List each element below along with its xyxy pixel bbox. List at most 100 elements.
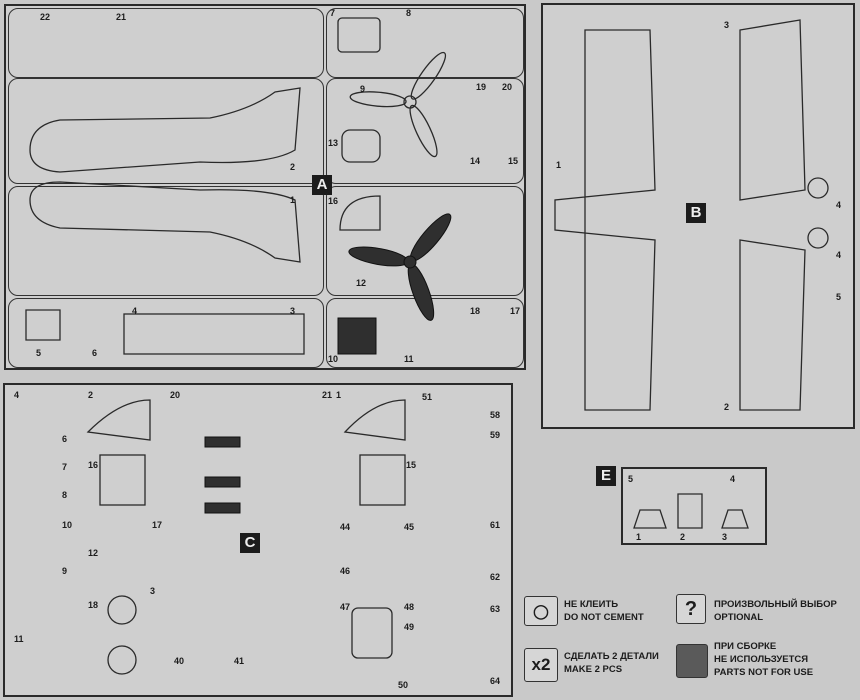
part-number: 3	[290, 306, 296, 316]
sprue-a-cell-right-top	[326, 8, 524, 78]
part-number: 20	[502, 82, 513, 92]
make-two-icon: x2	[524, 648, 558, 682]
wheel-18	[107, 595, 137, 625]
part-13	[341, 129, 381, 163]
fuselage-left-half	[29, 181, 301, 263]
sprue-a-cell-fuselage-left	[8, 186, 324, 296]
part-number: 50	[398, 680, 409, 690]
sprue-c-label: C	[240, 533, 260, 553]
part-number: 19	[476, 82, 487, 92]
part-number: 1	[290, 195, 296, 205]
part-number: 15	[406, 460, 417, 470]
part-number: 17	[510, 306, 521, 316]
legend-make-two: СДЕЛАТЬ 2 ДЕТАЛИ MAKE 2 PCS	[564, 650, 659, 676]
part-number: 1	[336, 390, 342, 400]
sprue-a-cell-bottom-left	[8, 298, 324, 368]
legend-make-two-en: MAKE 2 PCS	[564, 664, 623, 675]
no-cement-icon: ◯	[524, 596, 558, 626]
part-number: 49	[404, 622, 415, 632]
part-number: 2	[680, 532, 686, 542]
part-10	[337, 317, 377, 355]
part-number: 58	[490, 410, 501, 420]
part-number: 3	[722, 532, 728, 542]
strip-16	[99, 454, 146, 506]
part-number: 1	[636, 532, 642, 542]
part-number: 2	[290, 162, 296, 172]
part-number: 7	[62, 462, 68, 472]
part-5-6	[25, 309, 61, 341]
fuselage-right-half	[29, 87, 301, 173]
part-number: 17	[152, 520, 163, 530]
roundel-2	[807, 227, 829, 249]
part-number: 4	[14, 390, 20, 400]
legend-not-for-use-ru2: НЕ ИСПОЛЬЗУЕТСЯ	[714, 654, 809, 665]
part-number: 51	[422, 392, 433, 402]
part-16	[339, 195, 381, 231]
part-number: 15	[508, 156, 519, 166]
roundel-1	[807, 177, 829, 199]
legend-not-for-use-ru1: ПРИ СБОРКЕ	[714, 641, 777, 652]
wing-upper-b3	[739, 19, 806, 201]
part-number: 4	[132, 306, 138, 316]
legend-not-for-use-en: PARTS NOT FOR USE	[714, 667, 814, 678]
legend-no-cement-ru: НЕ КЛЕИТЬ	[564, 599, 619, 610]
optional-icon: ?	[676, 594, 706, 624]
sprue-a-label: A	[312, 175, 332, 195]
part-number: 4	[730, 474, 736, 484]
not-for-use-icon	[676, 644, 708, 678]
part-number: 9	[360, 84, 366, 94]
strip-15	[359, 454, 406, 506]
part-number: 4	[836, 250, 842, 260]
part-number: 7	[330, 8, 336, 18]
part-number: 10	[62, 520, 73, 530]
part-number: 48	[404, 602, 415, 612]
sprue-b-label: B	[686, 203, 706, 223]
sprue-a-cell-fuselage-right	[8, 78, 324, 184]
grille-28	[204, 502, 241, 514]
part-number: 4	[836, 200, 842, 210]
sprue-e-label: E	[596, 466, 616, 486]
part-number: 9	[62, 566, 68, 576]
part-number: 11	[14, 634, 24, 644]
part-number: 22	[40, 12, 51, 22]
part-number: 2	[724, 402, 730, 412]
part-number: 63	[490, 604, 501, 614]
part-number: 20	[170, 390, 181, 400]
wing-lower-b1	[554, 29, 656, 411]
part-number: 2	[88, 390, 94, 400]
part-number: 64	[490, 676, 501, 686]
legend-optional-ru: ПРОИЗВОЛЬНЫЙ ВЫБОР	[714, 599, 837, 610]
sprue-a-cell-top-left	[8, 8, 324, 78]
legend-not-for-use: ПРИ СБОРКЕ НЕ ИСПОЛЬЗУЕТСЯ PARTS NOT FOR…	[714, 640, 813, 679]
part-number: 44	[340, 522, 351, 532]
wheel-11	[107, 645, 137, 675]
legend-no-cement: НЕ КЛЕИТЬ DO NOT CEMENT	[564, 598, 644, 624]
part-number: 59	[490, 430, 501, 440]
seat-47	[351, 607, 393, 659]
grille-29	[204, 476, 241, 488]
part-number: 45	[404, 522, 415, 532]
part-number: 47	[340, 602, 351, 612]
part-number: 5	[36, 348, 42, 358]
legend-no-cement-en: DO NOT CEMENT	[564, 612, 644, 623]
part-number: 40	[174, 656, 185, 666]
legend-optional-en: OPTIONAL	[714, 612, 764, 623]
part-number: 8	[406, 8, 412, 18]
part-number: 62	[490, 572, 501, 582]
part-number: 11	[404, 354, 414, 364]
part-4-3-panel	[123, 313, 305, 355]
part-number: 3	[150, 586, 156, 596]
part-number: 6	[62, 434, 68, 444]
part-number: 8	[62, 490, 68, 500]
part-7	[337, 17, 381, 53]
part-number: 46	[340, 566, 351, 576]
part-number: 21	[116, 12, 127, 22]
part-number: 1	[556, 160, 562, 170]
part-number: 12	[356, 278, 367, 288]
part-number: 41	[234, 656, 245, 666]
sprue-a-cell-prop1	[326, 78, 524, 184]
canopy-e1	[633, 509, 667, 529]
cowling-1	[343, 399, 406, 441]
part-number: 13	[328, 138, 339, 148]
canopy-e3	[721, 509, 749, 529]
